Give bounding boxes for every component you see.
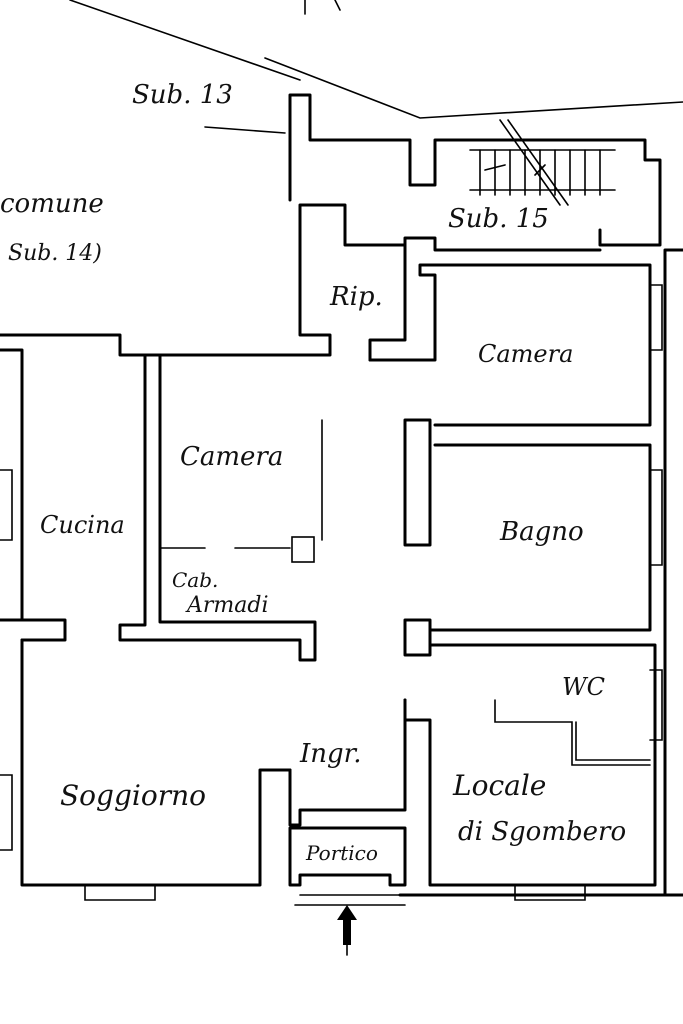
label-di-sgombero: di Sgombero	[458, 817, 626, 847]
label-ripostiglio: Rip.	[329, 282, 383, 312]
stairwell	[288, 93, 662, 247]
label-locale: Locale	[452, 769, 546, 802]
label-soggiorno: Soggiorno	[60, 779, 206, 812]
entrance-arrow-icon	[337, 905, 357, 956]
label-sub-15: Sub. 15	[448, 204, 549, 234]
label-camera-right: Camera	[478, 340, 573, 368]
label-sub-14: Sub. 14)	[8, 241, 102, 266]
label-sub-13: Sub. 13	[132, 80, 233, 110]
label-bagno: Bagno	[499, 517, 584, 547]
label-portico: Portico	[305, 841, 378, 865]
label-ingresso: Ingr.	[299, 739, 362, 769]
label-camera-left: Camera	[180, 442, 283, 472]
label-cucina: Cucina	[40, 511, 125, 539]
label-cabina: Cab.	[172, 568, 218, 592]
apartment-walls	[0, 203, 683, 906]
label-comune: comune	[0, 189, 104, 219]
label-wc: WC	[562, 673, 605, 701]
property-boundary-lines	[69, 0, 683, 134]
label-armadi: Armadi	[185, 593, 269, 618]
